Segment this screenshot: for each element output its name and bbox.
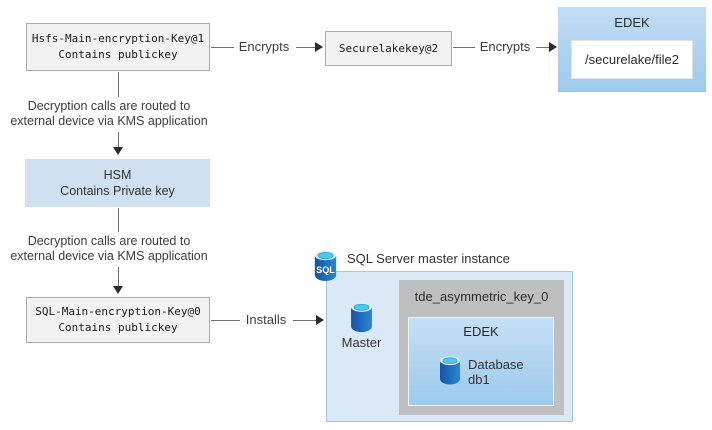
encrypts-label-2: Encrypts	[479, 39, 531, 54]
db1-label: Database db1	[468, 357, 524, 387]
kms-note-2: Decryption calls are routed to external …	[8, 234, 210, 264]
db1-label-line1: Database	[468, 357, 524, 372]
securelake-key-name: Securelakekey@2	[338, 41, 439, 55]
hsm-contains: Contains Private key	[60, 184, 175, 198]
kms-note-1-line2: external device via KMS application	[10, 114, 208, 128]
hsm-box: HSM Contains Private key	[25, 159, 210, 207]
arrow-down-icon	[113, 147, 123, 155]
edek-file-box: EDEK /securelake/file2	[558, 7, 706, 92]
sql-icon-label: SQL	[316, 265, 335, 275]
sql-server-icon: SQL	[314, 250, 337, 281]
hdfs-key-box: Hsfs-Main-encryption-Key@1 Contains publ…	[26, 23, 210, 71]
kms-note-1-line1: Decryption calls are routed to	[27, 99, 191, 113]
master-label: Master	[341, 335, 382, 350]
db1-label-line2: db1	[468, 372, 490, 387]
connector-line	[118, 132, 119, 147]
connector-line	[296, 47, 315, 48]
sql-instance-title: SQL Server master instance	[347, 251, 510, 266]
installs-label: Installs	[245, 312, 287, 327]
connector-line	[293, 320, 316, 321]
sql-key-contains: Contains publickey	[58, 321, 178, 334]
connector-line	[536, 47, 549, 48]
hdfs-key-contains: Contains publickey	[58, 48, 178, 61]
sql-key-name: SQL-Main-encryption-Key@0	[35, 305, 201, 318]
connector-line	[118, 267, 119, 286]
edek-file-title: EDEK	[614, 15, 650, 30]
arrow-right-icon	[315, 42, 323, 52]
securelake-file-path: /securelake/file2	[585, 52, 679, 67]
db1-database-icon	[440, 356, 460, 385]
connector-line	[211, 47, 234, 48]
sql-key-box: SQL-Main-encryption-Key@0 Contains publi…	[26, 297, 210, 343]
edek-inner-title: EDEK	[463, 324, 499, 339]
kms-note-2-line2: external device via KMS application	[10, 249, 208, 263]
connector-line	[453, 47, 475, 48]
master-database-icon	[351, 302, 372, 333]
encrypts-label-1: Encrypts	[238, 39, 290, 54]
arrow-right-icon	[316, 315, 324, 325]
securelake-file-box: /securelake/file2	[571, 40, 693, 79]
kms-note-1: Decryption calls are routed to external …	[8, 99, 210, 129]
hdfs-key-name: Hsfs-Main-encryption-Key@1	[31, 32, 205, 45]
edek-inner-box: EDEK	[408, 317, 554, 406]
hsm-title: HSM	[103, 168, 132, 182]
kms-note-2-line1: Decryption calls are routed to	[27, 234, 191, 248]
arrow-right-icon	[549, 42, 557, 52]
tde-key-title: tde_asymmetric_key_0	[414, 289, 549, 304]
connector-line	[211, 320, 240, 321]
connector-line	[118, 72, 119, 97]
securelake-key-box: Securelakekey@2	[325, 31, 452, 66]
arrow-down-icon	[113, 286, 123, 294]
connector-line	[118, 208, 119, 232]
